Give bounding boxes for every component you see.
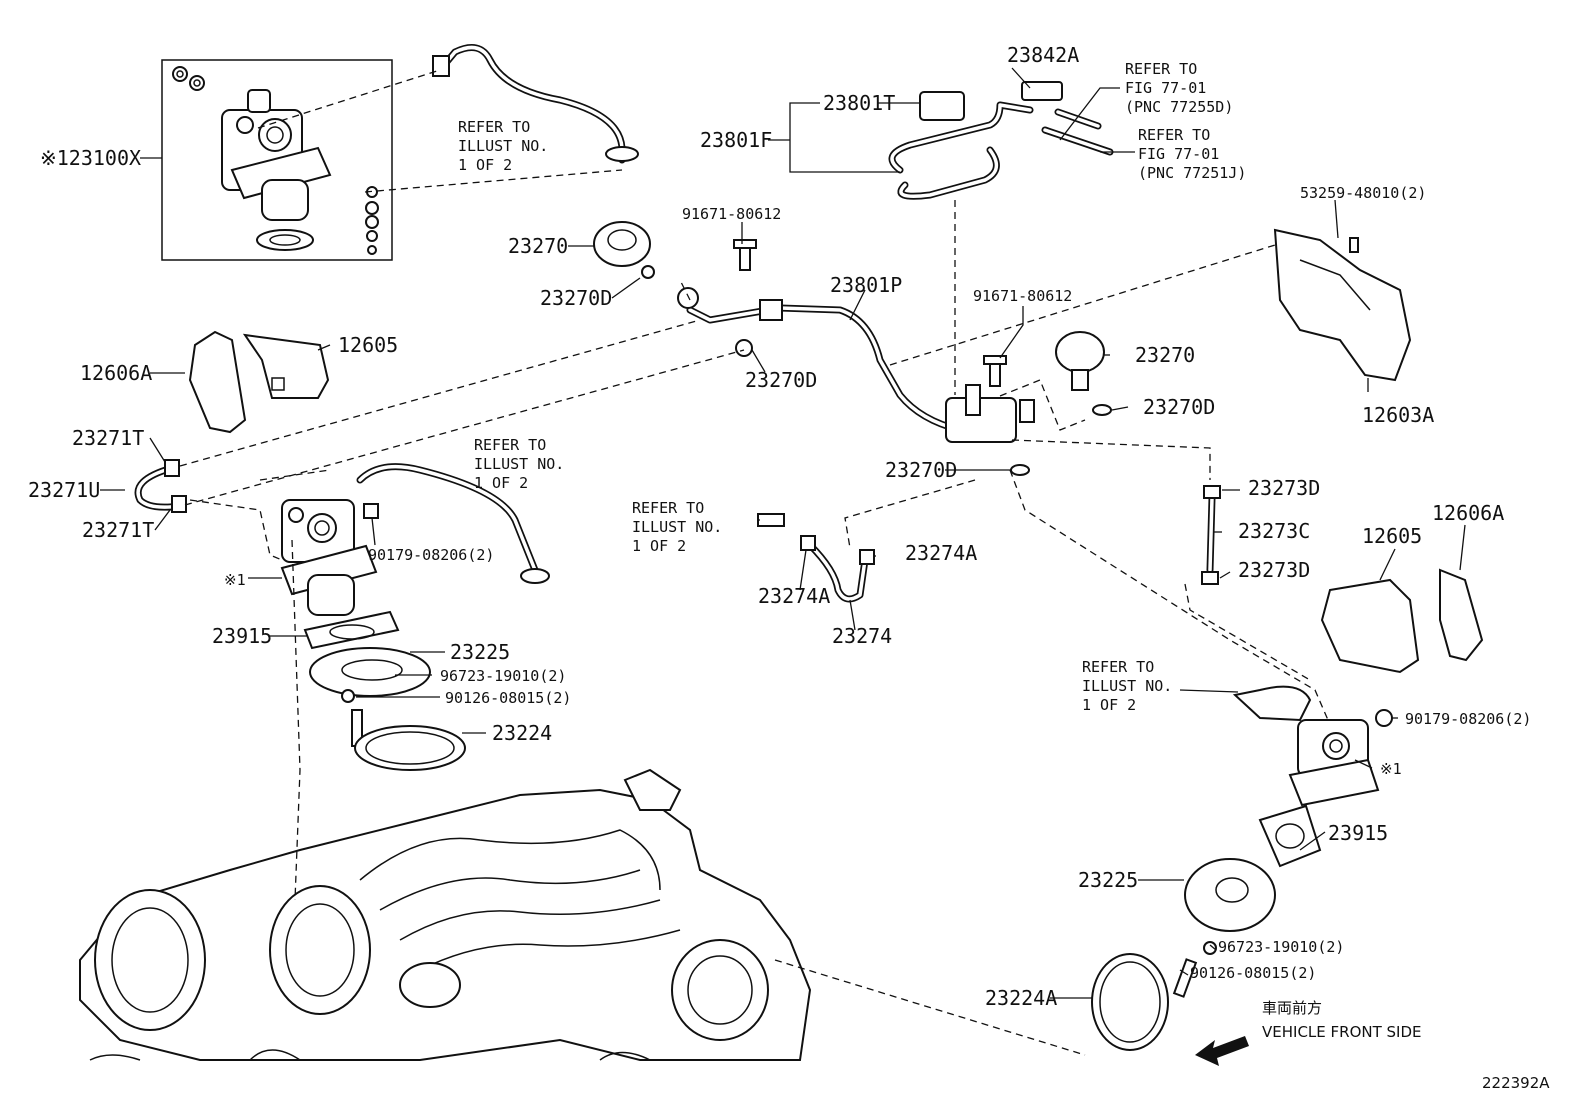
label-90126-right: 90126-08015(2) — [1190, 964, 1316, 982]
label-ast1-left: ※1 — [224, 571, 246, 589]
label-23801F: 23801F — [700, 128, 772, 152]
label-23273C: 23273C — [1238, 519, 1310, 543]
note-fig-77251-line3: (PNC 77251J) — [1138, 164, 1246, 182]
label-53259: 53259-48010(2) — [1300, 184, 1426, 202]
note-fig-77255-line2: FIG 77-01 — [1125, 79, 1206, 97]
note-illust-right-line3: 1 OF 2 — [1082, 696, 1136, 714]
hose-23271U — [134, 459, 187, 513]
label-23801T: 23801T — [823, 91, 895, 115]
fuel-rail-23801P — [677, 287, 1035, 443]
label-23271U: 23271U — [28, 478, 100, 502]
kit-23100X — [161, 59, 393, 261]
label-12605-right: 12605 — [1362, 524, 1422, 548]
label-91671-right: 91671-80612 — [973, 287, 1072, 305]
label-96723-right: 96723-19010(2) — [1218, 938, 1344, 956]
label-23270-left: 23270 — [508, 234, 568, 258]
note-illust-left-line2: ILLUST NO. — [474, 455, 564, 473]
label-23274: 23274 — [832, 624, 892, 648]
label-23842A: 23842A — [1007, 43, 1079, 67]
note-illust-center-line2: ILLUST NO. — [632, 518, 722, 536]
fuel-line-upper-left — [432, 44, 639, 164]
label-96723-left: 96723-19010(2) — [440, 667, 566, 685]
label-23270-right: 23270 — [1135, 343, 1195, 367]
bolt-91671 — [733, 239, 1007, 387]
label-23274A-left: 23274A — [758, 584, 830, 608]
part-labels: ※123100X 23842A 23801T 23801F REFER TO F… — [28, 43, 1550, 1092]
hose-23801F — [888, 81, 1114, 200]
note-illust-right-line1: REFER TO — [1082, 658, 1154, 676]
label-23270D-2: 23270D — [745, 368, 817, 392]
note-illust-top-line2: ILLUST NO. — [458, 137, 548, 155]
vehicle-front-arrow-icon — [1195, 1036, 1249, 1066]
note-fig-77255-line1: REFER TO — [1125, 60, 1197, 78]
label-90179-left: 90179-08206(2) — [368, 546, 494, 564]
label-91671-top: 91671-80612 — [682, 205, 781, 223]
hose-23274 — [757, 513, 875, 603]
reference-lines — [179, 69, 1329, 1056]
label-12606A-right: 12606A — [1432, 501, 1504, 525]
note-fig-77251-line2: FIG 77-01 — [1138, 145, 1219, 163]
label-23270D-3: 23270D — [1143, 395, 1215, 419]
hose-23273C — [1201, 485, 1221, 585]
note-illust-right-line2: ILLUST NO. — [1082, 677, 1172, 695]
regulator-23270-left — [593, 221, 655, 279]
label-12603A: 12603A — [1362, 403, 1434, 427]
label-23273D-top: 23273D — [1248, 476, 1320, 500]
label-ast1-right: ※1 — [1380, 760, 1402, 778]
label-12606A-left: 12606A — [80, 361, 152, 385]
bracket-12603A — [1273, 228, 1412, 382]
label-23915-right: 23915 — [1328, 821, 1388, 845]
pump-assembly-left — [280, 463, 550, 771]
intake-manifold — [79, 768, 812, 1061]
figure-id: 222392A — [1482, 1074, 1550, 1092]
note-illust-center-line1: REFER TO — [632, 499, 704, 517]
note-fig-77251-line1: REFER TO — [1138, 126, 1210, 144]
label-23270D-1: 23270D — [540, 286, 612, 310]
note-illust-left-line1: REFER TO — [474, 436, 546, 454]
label-90179-right: 90179-08206(2) — [1405, 710, 1531, 728]
note-illust-top-line3: 1 OF 2 — [458, 156, 512, 174]
note-illust-left-line3: 1 OF 2 — [474, 474, 528, 492]
label-23271T-top: 23271T — [72, 426, 144, 450]
label-23225-left: 23225 — [450, 640, 510, 664]
label-12605-left: 12605 — [338, 333, 398, 357]
note-illust-center-line3: 1 OF 2 — [632, 537, 686, 555]
pump-assembly-right — [1091, 685, 1393, 1051]
label-23224: 23224 — [492, 721, 552, 745]
label-23274A-right: 23274A — [905, 541, 977, 565]
label-23225-right: 23225 — [1078, 868, 1138, 892]
note-fig-77255-line3: (PNC 77255D) — [1125, 98, 1233, 116]
label-23271T-bottom: 23271T — [82, 518, 154, 542]
regulator-23270-right — [1010, 331, 1112, 476]
leader-lines — [100, 67, 1466, 999]
front-label-en: VEHICLE FRONT SIDE — [1262, 1023, 1422, 1041]
label-90126-left: 90126-08015(2) — [445, 689, 571, 707]
label-23100X: ※123100X — [40, 146, 141, 170]
insulators-right — [1320, 568, 1484, 674]
label-23224A: 23224A — [985, 986, 1057, 1010]
label-23270D-4: 23270D — [885, 458, 957, 482]
label-23915-left: 23915 — [212, 624, 272, 648]
front-label-jp: 車両前方 — [1262, 999, 1322, 1017]
label-23801P: 23801P — [830, 273, 902, 297]
note-illust-top-line1: REFER TO — [458, 118, 530, 136]
label-23273D-bottom: 23273D — [1238, 558, 1310, 582]
insulators-left — [188, 330, 330, 434]
